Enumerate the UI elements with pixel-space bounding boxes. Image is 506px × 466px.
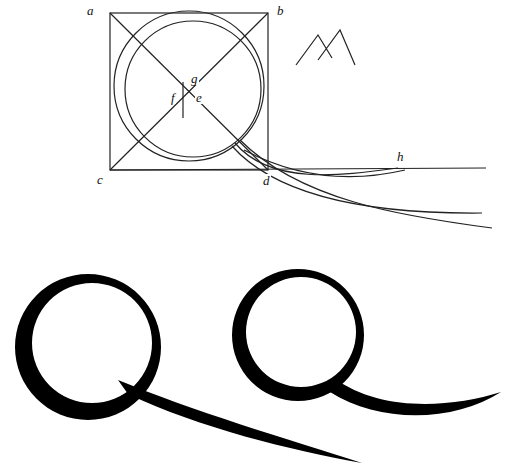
letter-ring [232, 269, 364, 401]
diagonal-line [110, 13, 268, 170]
point-letter: g [190, 72, 199, 85]
base-line [110, 168, 486, 170]
center-tick [182, 82, 183, 118]
mark-symbol [296, 30, 355, 65]
construction-lines [110, 11, 492, 228]
inner-circle [125, 21, 261, 157]
point-letter: h [396, 150, 405, 163]
finished-letters [15, 269, 501, 463]
point-letter: c [96, 173, 104, 186]
point-letter: b [276, 4, 285, 17]
outer-circle [114, 11, 264, 161]
diagonal-line [110, 13, 268, 170]
tail-curve [240, 140, 492, 228]
point-letter: a [86, 4, 95, 17]
letter-tail [330, 378, 501, 415]
point-letter: d [262, 174, 271, 187]
point-letter: f [170, 91, 176, 104]
square-frame [110, 13, 268, 170]
point-letter: e [195, 91, 203, 104]
